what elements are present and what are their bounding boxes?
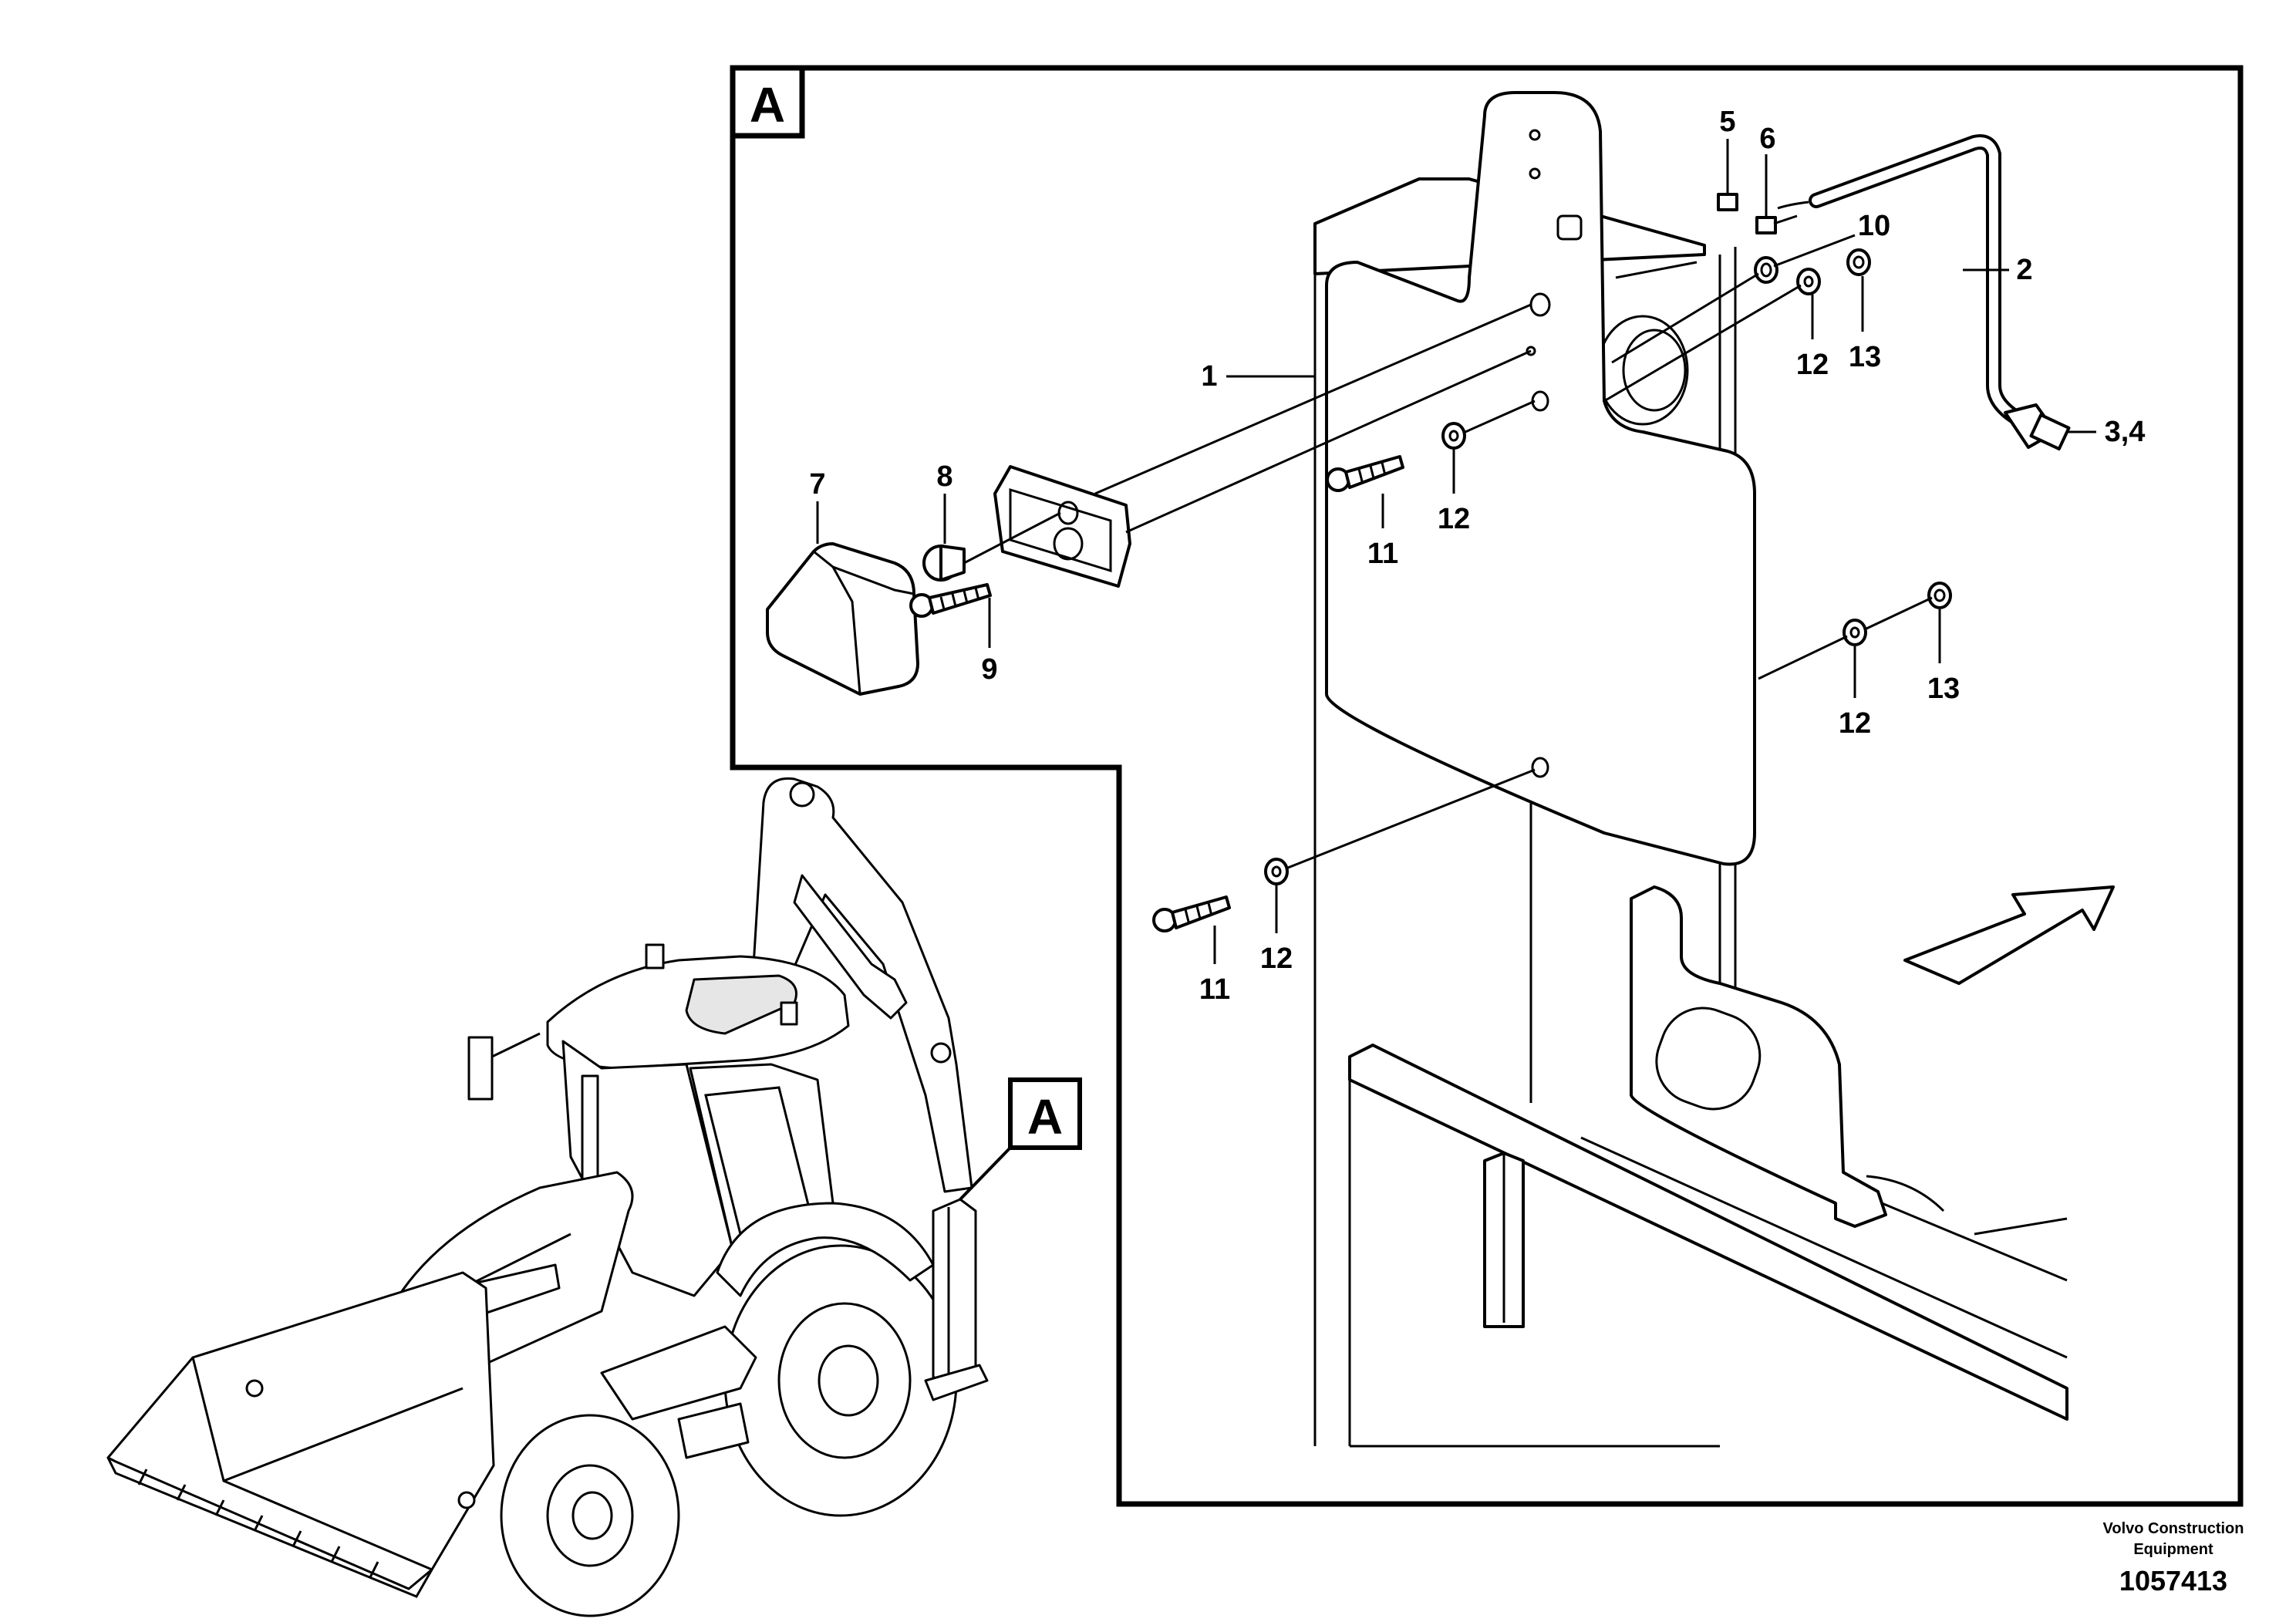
assembly-lines — [963, 214, 1933, 869]
lower-structure — [1348, 885, 2068, 1448]
drawing-number: 1057413 — [2119, 1565, 2227, 1597]
label-part-6: 6 — [1759, 123, 1775, 155]
backhoe-loader-illustration — [106, 777, 989, 1617]
washer-12c — [1843, 619, 1867, 646]
machine-callout-box — [1008, 1077, 1082, 1150]
nut-10 — [1754, 256, 1778, 284]
mounting-plate — [1325, 91, 1756, 866]
lamp-screw — [909, 583, 992, 618]
label-part-9: 9 — [981, 653, 997, 686]
nut-13b — [1927, 582, 1952, 609]
clip-5 — [1717, 193, 1738, 211]
company-line-1: Volvo Construction — [2103, 1520, 2244, 1537]
label-part-13a: 13 — [1849, 341, 1881, 373]
label-part-12b: 12 — [1438, 503, 1470, 535]
detail-frame — [730, 65, 2244, 1507]
detail-label-box — [730, 65, 805, 139]
nut-13a — [1846, 248, 1871, 276]
leader-lines — [816, 139, 2096, 964]
label-part-12a: 12 — [1796, 349, 1829, 381]
washer-12b — [1441, 422, 1466, 450]
lamp-lens — [766, 542, 919, 696]
label-part-12d: 12 — [1260, 943, 1293, 975]
label-part-13b: 13 — [1927, 673, 1960, 705]
washer-12a — [1796, 268, 1821, 295]
lamp-base — [993, 465, 1131, 588]
cable-harness — [1777, 134, 2071, 451]
screw-11a — [1326, 455, 1404, 492]
label-part-11a: 11 — [1367, 538, 1398, 570]
label-part-8: 8 — [936, 460, 952, 493]
detail-label: A — [750, 77, 785, 133]
label-part-10: 10 — [1858, 210, 1890, 242]
machine-callout-label: A — [1027, 1089, 1063, 1145]
clip-6 — [1755, 216, 1777, 234]
bulb — [922, 545, 966, 582]
label-part-3-4: 3,4 — [2105, 416, 2146, 448]
label-part-12c: 12 — [1839, 707, 1871, 740]
washer-12d — [1264, 858, 1289, 885]
company-line-2: Equipment — [2133, 1541, 2213, 1558]
direction-arrow — [1903, 885, 2115, 985]
label-part-2: 2 — [2016, 254, 2032, 286]
label-part-11b: 11 — [1199, 973, 1230, 1006]
machine-callout-line — [959, 1146, 1012, 1201]
screw-11b — [1152, 895, 1231, 932]
label-part-5: 5 — [1719, 106, 1735, 138]
label-part-1: 1 — [1201, 360, 1217, 393]
label-part-7: 7 — [809, 468, 825, 501]
